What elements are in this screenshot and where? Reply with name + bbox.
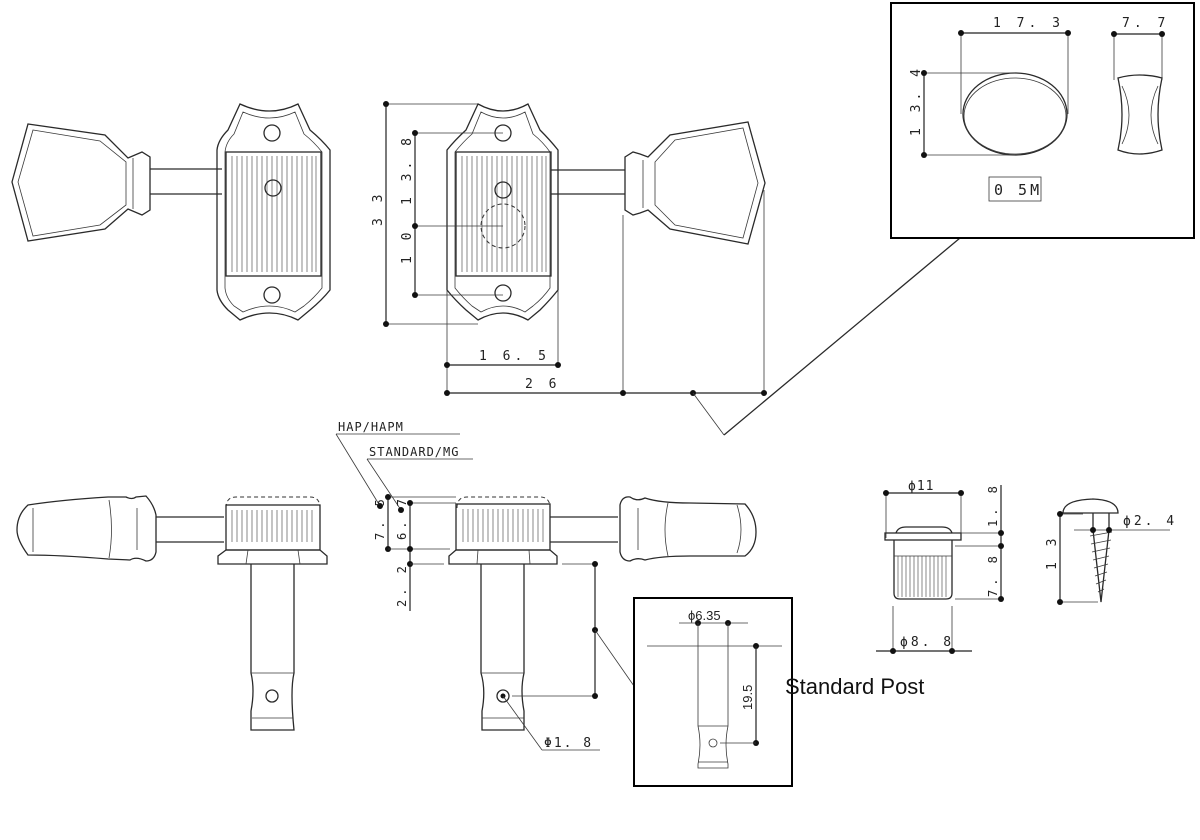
screw-thread (1089, 531, 1113, 593)
front-view-left-tuner (11, 103, 331, 321)
gear-ribbing (231, 156, 317, 272)
dim-knob-width: 1 7. 3 (993, 16, 1064, 31)
standard-post-caption: Standard Post (785, 674, 924, 699)
dim-bushing-top: ϕ11 (908, 479, 934, 494)
dim-overall-width: 2 6 (525, 377, 560, 392)
knurl (462, 509, 544, 542)
dim-overall-height: 3 3 (371, 191, 386, 226)
front-view-dimensions (383, 101, 961, 436)
dim-post-length: 19.5 (740, 685, 755, 710)
variant-label-hap: HAP/HAPM (338, 420, 404, 434)
dim-bushing-flange: 1. 8 (986, 482, 1000, 527)
bushing (876, 485, 1004, 654)
model-code: 0 5M (994, 181, 1042, 199)
dim-bushing-body: 7. 8 (986, 552, 1000, 597)
front-view-right-tuner (446, 103, 766, 321)
dim-flange: 2. 2 (395, 562, 409, 607)
screw (1057, 498, 1170, 605)
dim-standard-height: 6. 7 (395, 495, 409, 540)
dim-hap-height: 7. 5 (373, 495, 387, 540)
dim-screw-length: 1 3 (1045, 535, 1060, 570)
gear-ribbing (461, 156, 547, 272)
dim-upper-hole-spacing: 1 3. 8 (400, 134, 415, 205)
side-view-right-tuner (448, 496, 757, 731)
knurl (231, 510, 313, 542)
knurl (897, 556, 947, 597)
dim-post-diameter: ϕ6.35 (688, 608, 721, 623)
dim-screw-diameter: ϕ2. 4 (1123, 514, 1177, 529)
dim-knob-height: 1 3. 4 (909, 65, 924, 136)
side-view-left-tuner (16, 495, 328, 731)
dim-lower-hole-spacing: 1 0 (400, 229, 415, 264)
dim-plate-width: 1 6. 5 (479, 349, 550, 364)
dim-knob-thickness: 7. 7 (1122, 16, 1169, 31)
dim-string-hole: Φ1. 8 (544, 736, 593, 751)
variant-label-standard: STANDARD/MG (369, 445, 459, 459)
standard-post-inset (633, 597, 793, 787)
dim-bushing-bottom: ϕ8. 8 (900, 635, 954, 650)
side-view-dimensions (335, 433, 635, 751)
knob-inset (890, 2, 1195, 239)
